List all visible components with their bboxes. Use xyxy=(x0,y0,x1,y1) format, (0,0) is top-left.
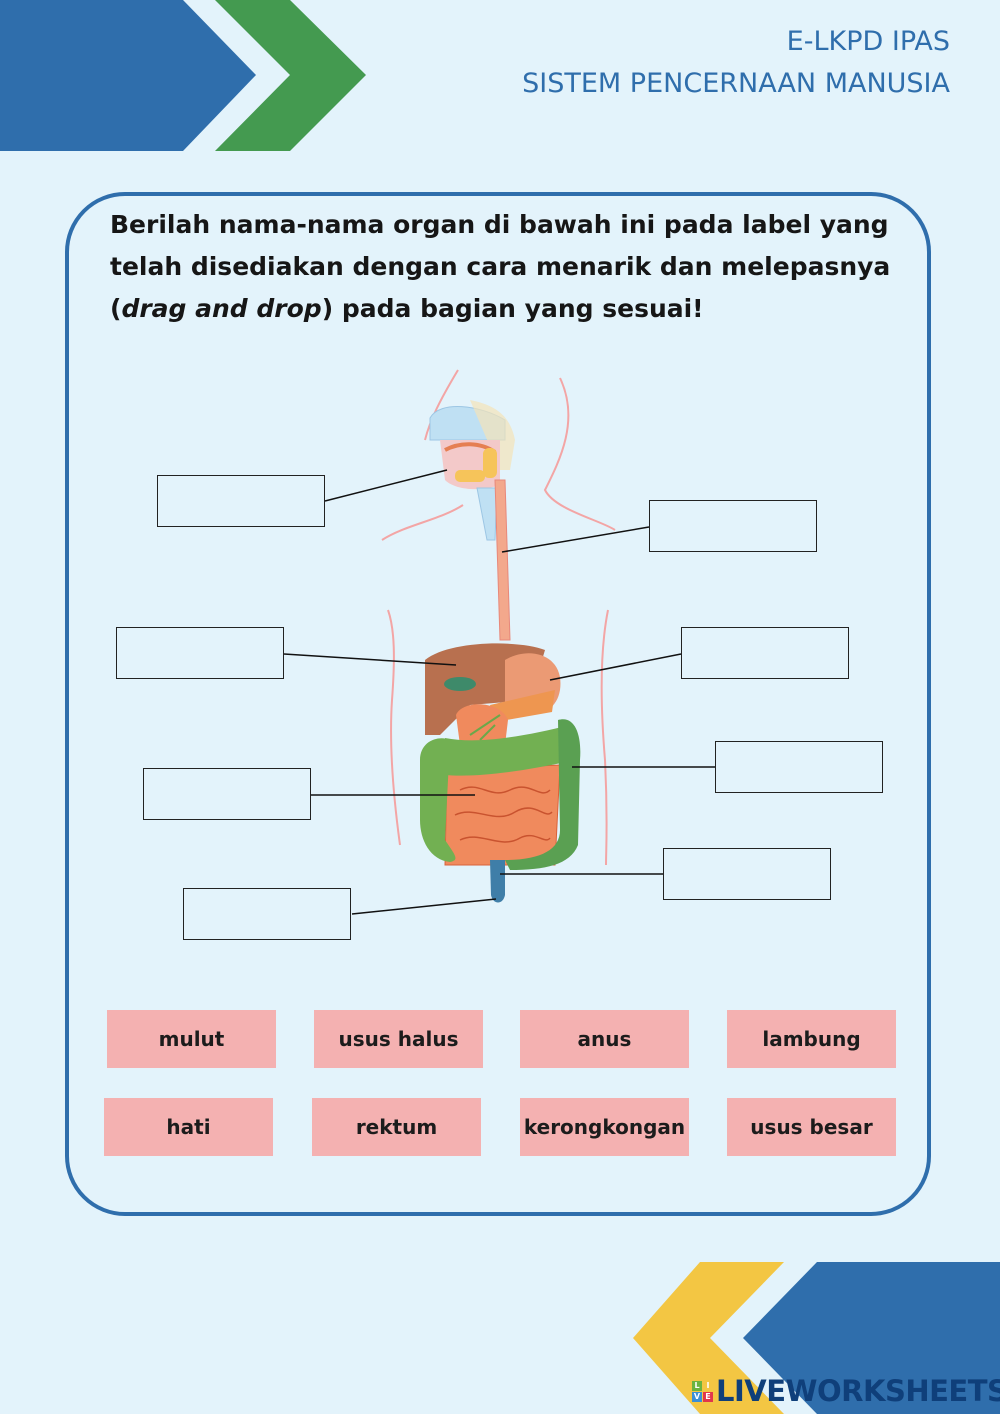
drop-label-3[interactable] xyxy=(116,627,284,679)
drop-label-1[interactable] xyxy=(157,475,325,527)
header-green-chevron xyxy=(215,0,366,151)
digestive-system-diagram xyxy=(381,369,616,903)
drop-label-4[interactable] xyxy=(681,627,849,679)
leader-lines xyxy=(283,469,715,915)
instruction-part1: Berilah nama-nama organ di bawah ini pad… xyxy=(110,210,891,323)
instruction-italic: drag and drop xyxy=(121,294,322,323)
word-tile-mulut[interactable]: mulut xyxy=(107,1010,276,1068)
footer-blue-chevron xyxy=(743,1262,1000,1414)
word-tile-rektum[interactable]: rektum xyxy=(312,1098,481,1156)
logo-badge-l: L xyxy=(692,1380,702,1391)
word-tile-hati[interactable]: hati xyxy=(104,1098,273,1156)
word-tile-anus[interactable]: anus xyxy=(520,1010,689,1068)
logo-text: LIVEWORKSHEETS xyxy=(716,1374,1000,1408)
word-tile-usus-halus[interactable]: usus halus xyxy=(314,1010,483,1068)
logo-badge-i: I xyxy=(703,1380,713,1391)
logo-badge-e: E xyxy=(703,1391,713,1402)
word-tile-kerongkongan[interactable]: kerongkongan xyxy=(520,1098,689,1156)
drop-label-7[interactable] xyxy=(663,848,831,900)
drop-label-8[interactable] xyxy=(183,888,351,940)
word-tile-lambung[interactable]: lambung xyxy=(727,1010,896,1068)
logo-badge-v: V xyxy=(692,1391,702,1402)
logo-badge-icon: L I V E xyxy=(692,1380,713,1402)
drop-label-6[interactable] xyxy=(715,741,883,793)
drop-label-5[interactable] xyxy=(143,768,311,820)
liveworksheets-logo: L I V E LIVEWORKSHEETS xyxy=(692,1374,1000,1408)
worksheet-label: E-LKPD IPAS xyxy=(786,26,950,57)
word-tile-usus-besar[interactable]: usus besar xyxy=(727,1098,896,1156)
footer-yellow-chevron xyxy=(633,1262,784,1414)
instruction-text: Berilah nama-nama organ di bawah ini pad… xyxy=(110,204,910,330)
worksheet-title: SISTEM PENCERNAAN MANUSIA xyxy=(522,68,950,99)
drop-label-2[interactable] xyxy=(649,500,817,552)
activity-card xyxy=(65,192,931,1216)
header-blue-chevron xyxy=(0,0,256,151)
instruction-part2: ) pada bagian yang sesuai! xyxy=(321,294,704,323)
